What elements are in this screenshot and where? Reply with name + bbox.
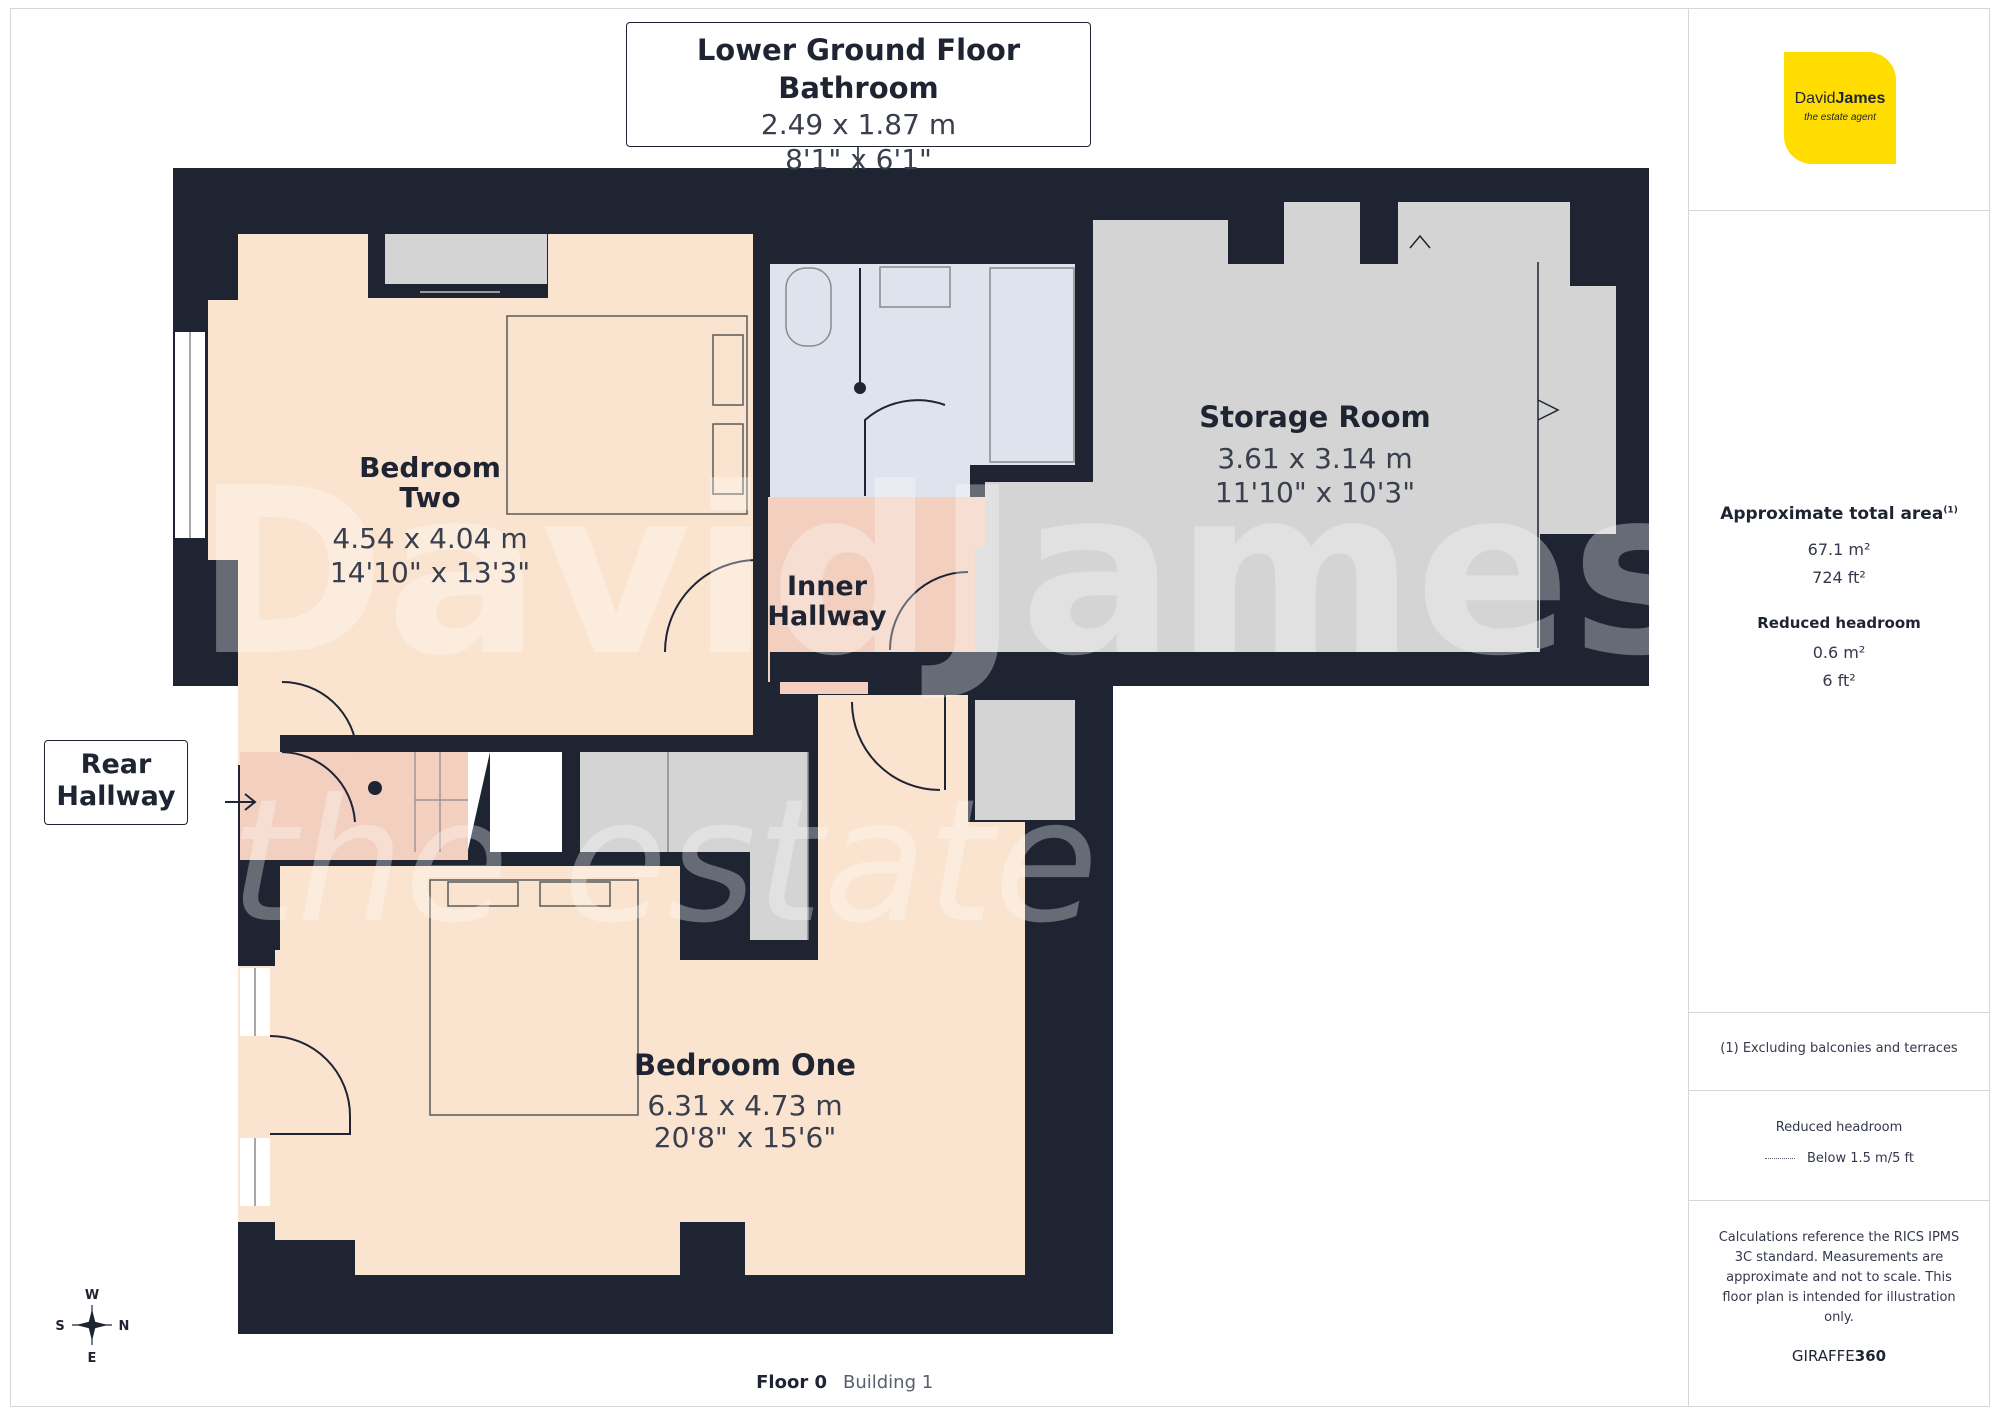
- bedroom-two-floor: [208, 234, 753, 765]
- stair-void: [490, 752, 562, 852]
- area-m2: 67.1 m²: [1807, 540, 1871, 559]
- bedroom-two-window: [175, 332, 205, 538]
- floor-plan: DavidJames the estate a Bedroom Two 4.54…: [55, 146, 1688, 1393]
- bathroom-callout-imperial: 8'1" x 6'1": [785, 143, 932, 176]
- bathroom-callout-title: Lower Ground Floor Bathroom: [696, 33, 1021, 105]
- rear-hallway-callout: Rear Hallway: [44, 740, 188, 825]
- bedroom-two-bed: [506, 315, 748, 515]
- info-panel: [1688, 8, 1990, 1407]
- bedroom-two-name-line2: Two: [399, 481, 460, 514]
- svg-text:the estate a: the estate a: [230, 763, 1256, 961]
- svg-text:DavidJames: DavidJames: [195, 440, 1688, 707]
- logo: DavidJames the estate agent: [1784, 52, 1896, 164]
- logo-tagline: the estate agent: [1804, 112, 1876, 123]
- reduced-headroom-title: Reduced headroom: [1757, 614, 1921, 632]
- storage-room-floor: [975, 202, 1616, 652]
- building-label: Building 1: [843, 1372, 933, 1393]
- legend-title: Reduced headroom: [1775, 1120, 1903, 1135]
- sidebar-divider: [1688, 1090, 1990, 1091]
- area-title: Approximate total area(1): [1720, 504, 1958, 524]
- reduced-headroom-m2: 0.6 m²: [1812, 643, 1866, 662]
- bedroom-two-metric: 4.54 x 4.04 m: [332, 522, 527, 555]
- svg-text:N: N: [119, 1319, 130, 1334]
- bedroom-one-windows: [240, 968, 351, 1206]
- sidebar-divider: [1688, 1012, 1990, 1013]
- bedroom-two-imperial: 14'10" x 13'3": [330, 556, 530, 589]
- area-ft2: 724 ft²: [1812, 568, 1866, 587]
- storage-room-imperial: 11'10" x 10'3": [1215, 476, 1415, 509]
- svg-text:E: E: [88, 1351, 97, 1366]
- reduced-headroom-ft2: 6 ft²: [1822, 671, 1856, 690]
- footnote: (1) Excluding balconies and terraces: [1720, 1041, 1958, 1056]
- svg-text:W: W: [85, 1288, 99, 1303]
- page-frame: [10, 8, 1990, 1407]
- logo-brand: DavidJames: [1794, 90, 1886, 107]
- bathroom-callout-metric: 2.49 x 1.87 m: [760, 108, 957, 141]
- bedroom-one-name: Bedroom One: [634, 1048, 856, 1082]
- legend-item: Below 1.5 m/5 ft: [1765, 1151, 1914, 1166]
- disclaimer: Calculations reference the RICS IPMS 3C …: [1718, 1230, 1960, 1325]
- sidebar-divider: [1688, 210, 1990, 211]
- rear-hallway-name-line2: Hallway: [56, 781, 176, 812]
- floor-label: Floor 0: [756, 1372, 827, 1393]
- sidebar-divider: [1688, 1200, 1990, 1201]
- bedroom-one-bed: [429, 879, 639, 1116]
- cupboard-lines: [667, 752, 809, 940]
- storage-room-metric: 3.61 x 3.14 m: [1217, 442, 1412, 475]
- rear-hallway-floor: [225, 680, 490, 860]
- compass-rose: W S N E: [55, 1288, 129, 1366]
- bathroom-floor: [770, 264, 1075, 497]
- bathroom-callout: Lower Ground Floor Bathroom 2.49 x 1.87 …: [626, 22, 1091, 176]
- bedroom-one-floor: [238, 695, 1025, 1275]
- storage-room-name: Storage Room: [1199, 400, 1430, 434]
- bedroom-two-wardrobe: [385, 234, 547, 293]
- giraffe360-brand: GIRAFFE360: [1791, 1347, 1887, 1365]
- bedroom-one-door: [851, 690, 946, 791]
- inner-hallway-floor: [768, 497, 1010, 694]
- watermark: DavidJames the estate a: [195, 440, 1688, 961]
- bedroom-one-metric: 6.31 x 4.73 m: [647, 1089, 842, 1122]
- inner-hallway-name-line2: Hallway: [767, 601, 887, 632]
- legend-dotted-line-icon: [1765, 1158, 1795, 1159]
- storage-room-lines: [1409, 234, 1560, 648]
- svg-text:S: S: [55, 1319, 64, 1334]
- bedroom-one-imperial: 20'8" x 15'6": [654, 1121, 836, 1154]
- bedroom-two-name-line1: Bedroom: [359, 451, 501, 484]
- rear-hallway-name-line1: Rear: [80, 749, 152, 780]
- cupboards: [580, 700, 1075, 940]
- inner-hallway-name-line1: Inner: [787, 571, 868, 602]
- inner-hallway-doors: [664, 559, 969, 653]
